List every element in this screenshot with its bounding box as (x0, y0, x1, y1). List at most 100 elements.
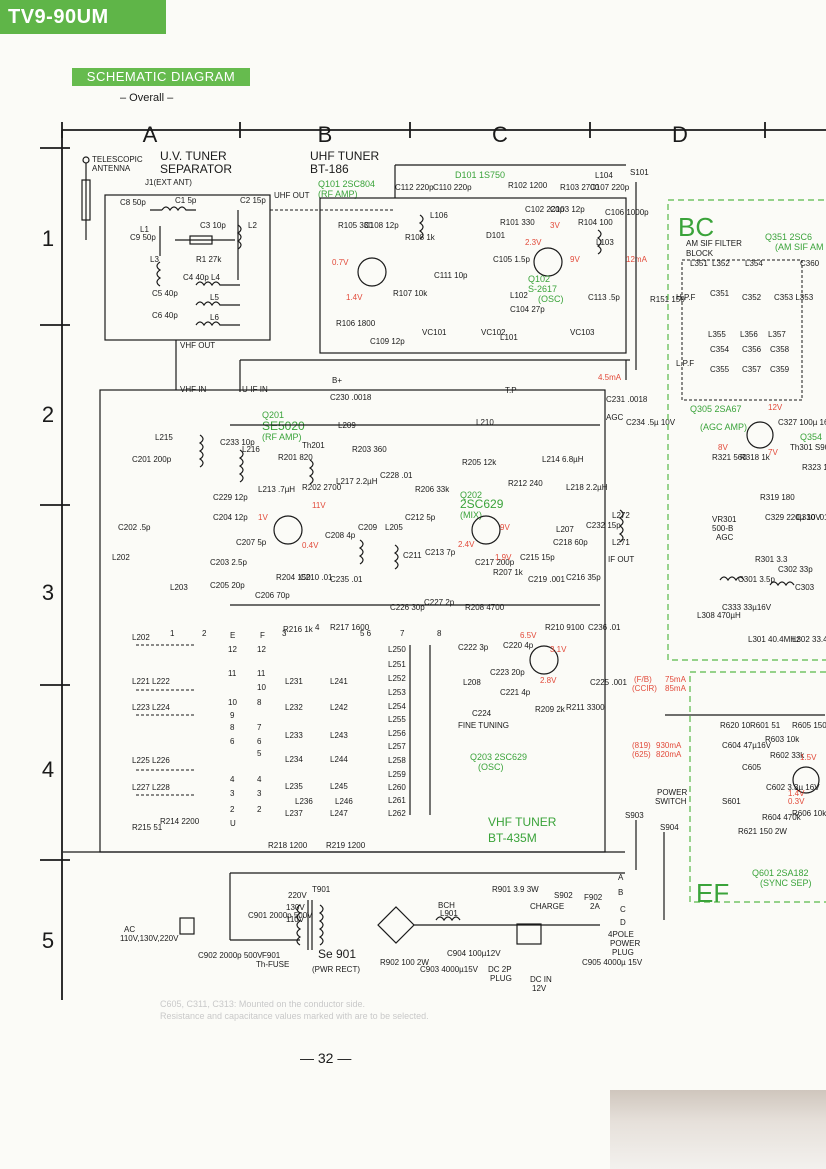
svg-text:C207 5p: C207 5p (236, 538, 267, 547)
se901-label: Se 901 (318, 947, 356, 961)
svg-text:C: C (620, 905, 626, 914)
svg-text:C229 12p: C229 12p (213, 493, 248, 502)
svg-text:3: 3 (282, 629, 287, 638)
q203-sub: (OSC) (478, 762, 504, 772)
row-label-1: 1 (42, 226, 54, 251)
svg-text:3: 3 (257, 789, 262, 798)
q201-label: Q201 (262, 410, 284, 420)
uhf-tuner-title-1: UHF TUNER (310, 149, 379, 163)
f902-label: F902 (584, 893, 603, 902)
svg-text:R212 240: R212 240 (508, 479, 543, 488)
svg-text:12V: 12V (768, 403, 783, 412)
svg-text:6: 6 (257, 737, 262, 746)
svg-text:C111 10p: C111 10p (434, 271, 468, 280)
svg-text:L237: L237 (285, 809, 303, 818)
svg-text:0.3V: 0.3V (788, 797, 805, 806)
svg-text:L258: L258 (388, 756, 406, 765)
bc-block: BC Q351 2SC6 (AM SIF AM AM SIF FILTER BL… (667, 199, 826, 661)
bridge-rectifier-symbol (377, 906, 415, 944)
vhf-tuner-title-2: BT-435M (488, 831, 537, 845)
q601-sub: (SYNC SEP) (760, 878, 812, 888)
svg-text:L3: L3 (150, 255, 159, 264)
svg-text:R105 330: R105 330 (338, 221, 373, 230)
svg-text:L202: L202 (132, 633, 150, 642)
svg-text:C225 .001: C225 .001 (590, 678, 627, 687)
am-sif-filter-label: AM SIF FILTER (686, 239, 742, 248)
svg-text:R620 10: R620 10 (720, 721, 751, 730)
svg-text:4: 4 (257, 775, 262, 784)
svg-text:C107 220p: C107 220p (590, 183, 630, 192)
svg-text:L254: L254 (388, 702, 406, 711)
svg-text:110V: 110V (286, 915, 305, 924)
mode-625-current: 820mA (656, 750, 682, 759)
svg-text:C108 12p: C108 12p (364, 221, 399, 230)
footnote: C605, C311, C313: Mounted on the conduct… (160, 998, 520, 1022)
svg-text:C106 1000p: C106 1000p (605, 208, 649, 217)
svg-text:C216 35p: C216 35p (566, 573, 601, 582)
svg-text:L217 2.2µH: L217 2.2µH (336, 477, 378, 486)
svg-text:C3 10p: C3 10p (200, 221, 226, 230)
svg-text:L272: L272 (612, 511, 630, 520)
svg-text:VC101: VC101 (422, 328, 447, 337)
l901-label: L901 (440, 909, 458, 918)
svg-text:3V: 3V (550, 221, 560, 230)
svg-text:4: 4 (230, 775, 235, 784)
svg-text:C112 220p: C112 220p (395, 183, 434, 192)
svg-text:C103 12p: C103 12p (550, 205, 585, 214)
svg-text:L244: L244 (330, 755, 348, 764)
svg-text:VC103: VC103 (570, 328, 595, 337)
svg-text:C211: C211 (403, 551, 422, 560)
svg-text:1.4V: 1.4V (346, 293, 363, 302)
svg-text:C359: C359 (770, 365, 790, 374)
q102-label: Q102 (528, 274, 550, 284)
svg-text:C102 220p: C102 220p (525, 205, 565, 214)
column-ruler: A B C D (61, 122, 826, 147)
svg-text:C222 3p: C222 3p (458, 643, 489, 652)
svg-text:R621 150 2W: R621 150 2W (738, 827, 787, 836)
svg-text:R219 1200: R219 1200 (326, 841, 366, 850)
svg-text:R319 180: R319 180 (760, 493, 795, 502)
q203-label: Q203 2SC629 (470, 752, 527, 762)
am-sif-block-label: BLOCK (686, 249, 714, 258)
svg-text:C215 15p: C215 15p (520, 553, 555, 562)
pole-plug-label-2: POWER (610, 939, 640, 948)
q305-sub: (AGC AMP) (700, 422, 747, 432)
ext-ant-label: J1(EXT ANT) (145, 178, 192, 187)
svg-text:C356: C356 (742, 345, 762, 354)
svg-text:C113 .5p: C113 .5p (588, 293, 620, 302)
current-12ma: 12mA (626, 255, 648, 264)
svg-text:C209: C209 (358, 523, 378, 532)
footnote-line-1: C605, C311, C313: Mounted on the conduct… (160, 999, 365, 1009)
svg-text:L271: L271 (612, 538, 630, 547)
hpf-label: H.P.F (676, 293, 696, 302)
svg-text:10: 10 (257, 683, 266, 692)
svg-text:L5: L5 (210, 293, 219, 302)
svg-text:R216 1k: R216 1k (283, 625, 314, 634)
svg-text:8: 8 (437, 629, 442, 638)
svg-text:L202: L202 (112, 553, 130, 562)
svg-text:R206 33k: R206 33k (415, 485, 450, 494)
svg-text:R104 100: R104 100 (578, 218, 613, 227)
svg-text:R108 1k: R108 1k (405, 233, 436, 242)
svg-text:C353 L353: C353 L353 (774, 293, 814, 302)
q202-label: Q202 (460, 490, 482, 500)
svg-text:L302 33.4MHz: L302 33.4MHz (792, 635, 826, 644)
svg-text:R211 3300: R211 3300 (566, 703, 605, 712)
svg-text:L262: L262 (388, 809, 406, 818)
svg-text:R207 1k: R207 1k (493, 568, 524, 577)
svg-text:C903 4000µ15V: C903 4000µ15V (420, 965, 479, 974)
svg-text:R103 2700: R103 2700 (560, 183, 600, 192)
current-4-5ma: 4.5mA (598, 373, 622, 382)
svg-text:C234 .5µ 10V: C234 .5µ 10V (626, 418, 676, 427)
column-label-b: B (318, 122, 333, 147)
svg-text:L234: L234 (285, 755, 303, 764)
q102-symbol (533, 247, 563, 277)
s904-label: S904 (660, 823, 679, 832)
svg-text:11: 11 (228, 669, 237, 678)
vhf-tuner-block: VHF IN U-IF IN B+ T.P C230 .0018 4.5mA C… (99, 359, 676, 853)
svg-text:C221 4p: C221 4p (500, 688, 531, 697)
svg-text:C351: C351 (710, 289, 730, 298)
svg-text:R209 2k: R209 2k (535, 705, 566, 714)
svg-text:L253: L253 (388, 688, 406, 697)
svg-text:C301 3.5p: C301 3.5p (738, 575, 775, 584)
